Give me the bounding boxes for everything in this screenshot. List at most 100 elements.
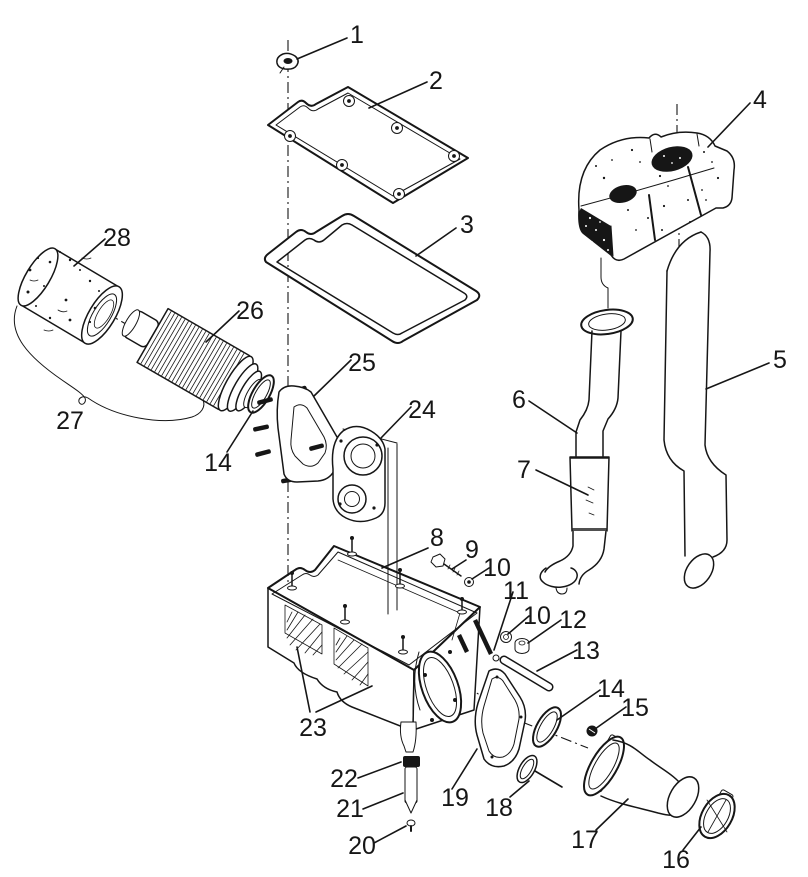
part-4-silencer-foam (577, 131, 736, 262)
leader-line-19 (451, 748, 478, 790)
callout-label-3: 3 (460, 211, 474, 239)
leader-line-14a (226, 410, 254, 453)
airbox-rim-studs (287, 536, 467, 655)
callout-label-14a: 14 (204, 449, 232, 477)
callout-label-2: 2 (429, 67, 443, 95)
callout-label-13: 13 (572, 637, 600, 665)
callout-label-16: 16 (662, 846, 690, 874)
leader-line-10b (507, 615, 530, 635)
leader-line-21 (362, 792, 404, 810)
callout-label-9: 9 (465, 536, 479, 564)
airbox-rim-outer (267, 545, 481, 671)
callout-label-12: 12 (559, 606, 587, 634)
part-3-gasket (263, 213, 481, 344)
foam-speckles (585, 148, 720, 251)
callout-label-21: 21 (336, 795, 364, 823)
leader-line-28 (73, 238, 106, 267)
part-13-pin (499, 655, 554, 692)
leader-line-26 (205, 310, 240, 343)
part-7-hose-sleeve (569, 456, 610, 532)
leader-line-22 (357, 761, 402, 779)
leader-line-13 (536, 649, 578, 672)
foam-split-line (648, 194, 656, 241)
leader-line-23a (296, 646, 311, 713)
part-26-filter-element (121, 307, 263, 412)
leader-line-17 (595, 798, 629, 831)
callout-label-6: 6 (512, 386, 526, 414)
foam-texture (26, 251, 100, 332)
callout-label-26: 26 (236, 297, 264, 325)
callout-label-19: 19 (441, 784, 469, 812)
part-8-23-airbox-body (267, 536, 500, 832)
part-22-clamp (403, 756, 420, 767)
leader-line-8 (381, 547, 429, 569)
leader-line-18b (534, 770, 563, 788)
leader-line-11 (493, 591, 514, 651)
airbox-port-flange (414, 650, 463, 724)
part-1-screw (276, 52, 299, 74)
leader-line-10a (471, 567, 490, 580)
leader-line-7 (535, 469, 589, 496)
mounting-studs (457, 619, 500, 662)
part-5-intake-tube (663, 231, 728, 589)
leader-lines (73, 37, 770, 851)
leader-line-2 (368, 81, 428, 109)
foam-split-line (687, 166, 702, 216)
part-27-assembly-brace (13, 305, 205, 422)
part-25-stud-plate (253, 385, 342, 484)
callout-label-24: 24 (408, 396, 436, 424)
part-20-screw (406, 819, 416, 832)
leader-line-4 (707, 102, 751, 148)
callout-label-11: 11 (503, 577, 529, 605)
leader-line-6 (528, 400, 578, 434)
callout-label-25: 25 (348, 349, 376, 377)
part-19-boot-flange (474, 668, 527, 768)
callout-label-15: 15 (621, 694, 649, 722)
leader-line-12 (527, 619, 562, 644)
callout-label-17: 17 (571, 826, 599, 854)
part-17-duct (583, 734, 700, 818)
part-6-outlet-tube (539, 257, 634, 595)
callout-label-14b: 14 (597, 675, 625, 703)
leader-line-23b (315, 685, 373, 713)
part-21-drain-tube (404, 766, 418, 804)
leader-line-20 (373, 825, 407, 844)
callout-label-7: 7 (517, 456, 531, 484)
airbox-rim-inner (271, 551, 478, 666)
leader-line-9 (451, 559, 467, 570)
part-14-o-ring-right (532, 706, 562, 748)
callout-label-4: 4 (753, 86, 767, 114)
part-24-adapter-flange (331, 425, 398, 615)
part-10-washer-a (464, 577, 474, 587)
leader-line-1 (296, 37, 348, 60)
foam-hole-small (609, 185, 637, 203)
leader-line-24 (380, 406, 412, 439)
cover-screws (284, 95, 460, 200)
callout-label-23: 23 (299, 714, 327, 742)
foam-hole-large (651, 146, 693, 172)
part-drain-spout (399, 721, 417, 753)
part-12-nut (514, 638, 530, 654)
leader-line-3 (415, 227, 457, 257)
leader-line-14b (556, 689, 601, 721)
callout-label-1: 1 (350, 21, 364, 49)
callout-label-8: 8 (430, 524, 444, 552)
callout-label-10b: 10 (523, 602, 551, 630)
callout-label-20: 20 (348, 832, 376, 860)
part-15-nut (586, 725, 598, 737)
part-18-ring (516, 754, 538, 784)
part-28-foam-sleeve (17, 247, 124, 345)
callout-label-5: 5 (773, 346, 787, 374)
part-9-bolt (430, 553, 462, 577)
leader-line-16 (682, 826, 702, 851)
callout-labels: 1 2 3 4 5 6 7 8 9 10 11 10 12 13 14 14 1… (56, 21, 787, 874)
leader-line-15 (594, 706, 627, 730)
callout-label-18: 18 (485, 794, 513, 822)
callout-label-27: 27 (56, 407, 84, 435)
filter-pleats (140, 311, 245, 406)
drain-assembly (399, 721, 420, 832)
part-16-end-cap (698, 789, 736, 840)
part-2-cover-plate (267, 86, 469, 204)
